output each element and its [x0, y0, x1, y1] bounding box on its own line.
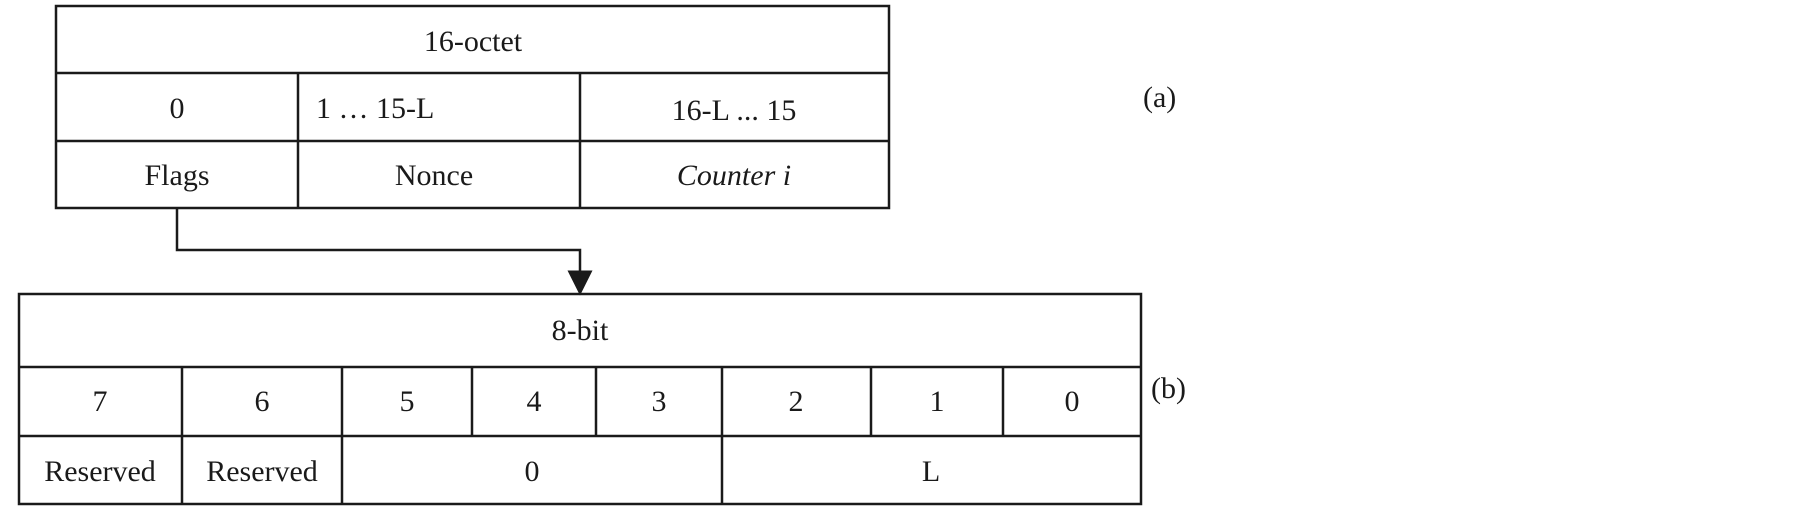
bit-index-2: 2: [789, 385, 804, 418]
counter-block-outline: [54, 4, 891, 210]
field-reserved-bit7: Reserved: [44, 455, 156, 488]
octet-index-nonce: 1 … 15-L: [316, 92, 434, 125]
bit-index-3: 3: [652, 385, 667, 418]
octet-index-counter: 16-L ... 15: [672, 94, 797, 127]
flags-expansion-arrow: [175, 208, 593, 296]
flags-byte-table: 8-bit 7 6 5 4 3 2 1 0 Reserved Reserved …: [17, 292, 1143, 506]
field-counter: Counter i: [677, 159, 791, 192]
bit-index-0: 0: [1065, 385, 1080, 418]
diagram-b-tag: (b): [1151, 372, 1186, 405]
bit-size-label: 8-bit: [552, 314, 609, 347]
bit-index-4: 4: [527, 385, 542, 418]
field-flags: Flags: [144, 159, 209, 192]
field-reserved-bit6: Reserved: [206, 455, 318, 488]
counter-block-table: 16-octet 0 1 … 15-L 16-L ... 15 Flags No…: [54, 4, 891, 210]
field-zero-bits-5-3: 0: [525, 455, 540, 488]
bit-index-1: 1: [930, 385, 945, 418]
octet-size-label: 16-octet: [424, 25, 523, 58]
field-length-bits-2-0: L: [922, 455, 940, 488]
flags-byte-outline: [17, 292, 1143, 506]
bit-index-7: 7: [93, 385, 108, 418]
field-nonce: Nonce: [395, 159, 473, 192]
octet-index-flags: 0: [170, 92, 185, 125]
bit-index-6: 6: [255, 385, 270, 418]
bit-index-5: 5: [400, 385, 415, 418]
diagram-a-tag: (a): [1143, 81, 1176, 114]
